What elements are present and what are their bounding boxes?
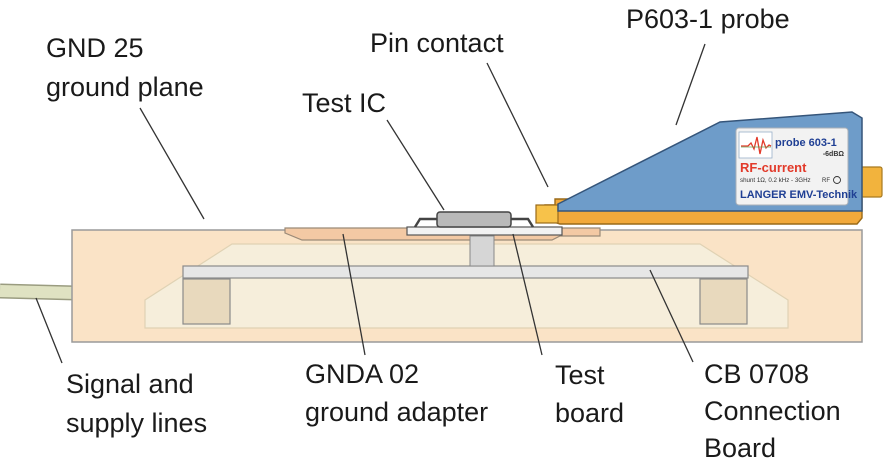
label-gnd25-line1: GND 25 [46, 33, 144, 63]
label-cb0708-line3: Board [704, 433, 776, 460]
label-test-ic: Test IC [302, 88, 386, 118]
label-p603-probe: P603-1 probe [626, 4, 790, 34]
test-ic [413, 211, 535, 228]
label-signal-lines-line1: Signal and [66, 369, 194, 399]
connection-board [182, 265, 749, 279]
inner-cavity [144, 243, 789, 329]
label-test-board-line1: Test [555, 360, 605, 390]
probe-tip [535, 204, 559, 224]
probe-connector [859, 166, 883, 198]
board-connector-right [699, 278, 748, 325]
label-test-board-line2: board [555, 398, 624, 428]
label-gnda02-line1: GNDA 02 [305, 359, 419, 389]
label-pin-contact: Pin contact [370, 28, 504, 58]
probe-brand-text: LANGER EMV-Technik [740, 189, 858, 201]
probe-model-text: probe 603-1 [775, 137, 837, 149]
label-cb0708-line1: CB 0708 [704, 359, 809, 389]
p603-probe: probe 603-1 -6dBΩ RF-current shunt 1Ω, 0… [535, 111, 883, 225]
probe-rf-text: RF [822, 178, 830, 184]
label-gnda02-line2: ground adapter [305, 397, 488, 427]
test-board [406, 226, 563, 236]
rf-connector-icon [833, 176, 841, 184]
probe-type-text: RF-current [740, 160, 807, 175]
leader-lines [35, 43, 706, 364]
probe-attenuation-text: -6dBΩ [823, 151, 845, 158]
test-board-connector [469, 235, 495, 267]
label-cb0708-line2: Connection [704, 396, 841, 426]
probe-spec-text: shunt 1Ω, 0.2 kHz - 3GHz [740, 177, 811, 184]
label-signal-lines-line2: supply lines [66, 408, 207, 438]
board-connector-left [182, 278, 231, 325]
label-gnd25-line2: ground plane [46, 72, 204, 102]
